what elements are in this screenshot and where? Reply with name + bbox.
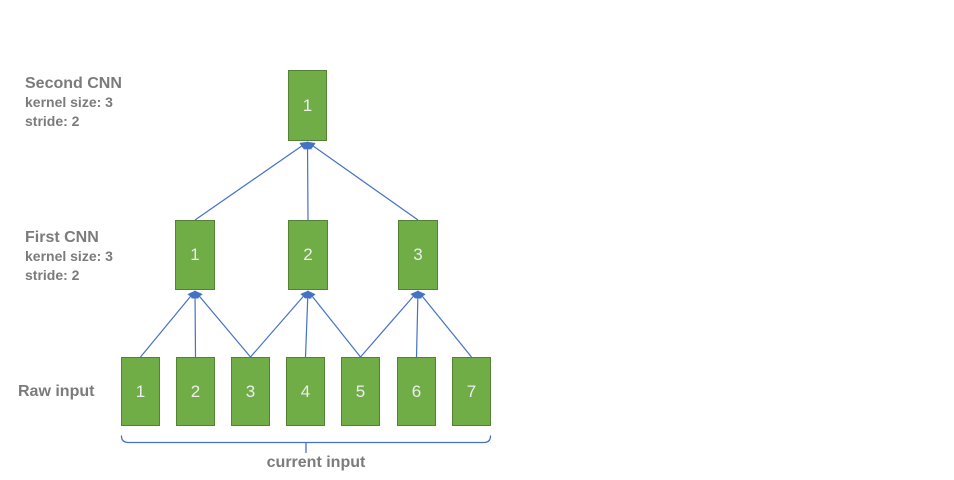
edge-first3-to-second1 <box>307 141 419 221</box>
raw-input-node-3: 3 <box>231 357 270 426</box>
edge-raw3-to-first2 <box>250 290 309 358</box>
raw-input-node-7: 7 <box>452 357 491 426</box>
first-cnn-node-1: 1 <box>175 220 215 290</box>
edge-raw5-to-first2 <box>307 290 361 358</box>
edge-raw6-to-first3 <box>413 290 422 358</box>
raw-input-node-1: 1 <box>121 357 160 426</box>
raw-input-node-5: 5 <box>341 357 380 426</box>
edge-raw7-to-first3 <box>417 290 472 358</box>
raw-input-title: Raw input <box>18 383 95 400</box>
raw-input-node-4: 4 <box>286 357 325 426</box>
edge-raw2-to-first1 <box>191 290 199 358</box>
first-cnn-kernel-size: kernel size: 3 <box>25 248 113 264</box>
first-cnn-title: First CNN <box>25 229 99 246</box>
edge-raw4-to-first2 <box>303 290 312 358</box>
current-input-brace <box>120 435 492 454</box>
raw-input-node-6: 6 <box>397 357 436 426</box>
edge-raw5-to-first3 <box>360 290 419 358</box>
first-cnn-label-block: First CNN kernel size: 3 stride: 2 <box>25 228 113 284</box>
first-cnn-node-3: 3 <box>398 220 438 290</box>
first-cnn-node-2: 2 <box>288 220 328 290</box>
first-cnn-stride: stride: 2 <box>25 266 80 283</box>
current-input-label: current input <box>266 454 366 471</box>
second-cnn-label-block: Second CNN kernel size: 3 stride: 2 <box>25 74 122 130</box>
edge-raw1-to-first1 <box>140 290 196 358</box>
second-cnn-title: Second CNN <box>25 75 122 92</box>
edge-first2-to-second1 <box>303 141 312 221</box>
raw-input-label-block: Raw input <box>18 382 94 401</box>
second-cnn-stride: stride: 2 <box>25 112 80 129</box>
second-cnn-node-1: 1 <box>288 70 327 141</box>
raw-input-node-2: 2 <box>176 357 215 426</box>
edge-first1-to-second1 <box>194 141 308 221</box>
second-cnn-kernel-size: kernel size: 3 <box>25 94 113 110</box>
edge-raw3-to-first1 <box>194 290 251 358</box>
